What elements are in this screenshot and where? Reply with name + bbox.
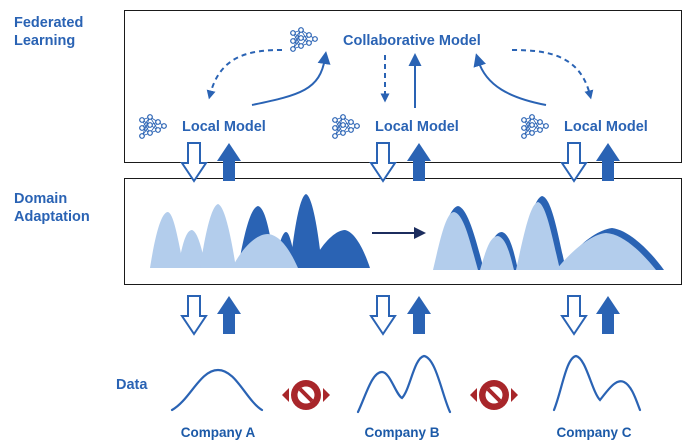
company-c-label: Company C (556, 425, 632, 440)
solid-arrow-left (251, 51, 331, 106)
target-distributions (433, 196, 664, 270)
solid-arrow-right (473, 53, 547, 106)
source-distributions (150, 194, 370, 268)
local-model-3-icon (521, 114, 549, 139)
domain-adaptation-label: Domain Adaptation (14, 191, 90, 225)
local-model-2-label: Local Model (375, 119, 459, 135)
federated-learning-label: Federated Learning (14, 15, 84, 49)
federated-learning-panel (124, 10, 682, 163)
fl-arrows (206, 49, 594, 108)
local-model-1-label: Local Model (182, 119, 266, 135)
local-model-1-icon (139, 114, 167, 139)
no-sharing-icon-bc (468, 378, 520, 412)
no-sharing-icon-ab (280, 378, 332, 412)
collaborative-model-label: Collaborative Model (343, 33, 481, 49)
company-a-label: Company A (180, 425, 256, 440)
company-b-distribution-curve (356, 354, 452, 414)
company-c-distribution-curve (552, 354, 642, 412)
da-data-arrows (181, 295, 620, 335)
adaptation-arrow (372, 227, 426, 239)
local-model-2-icon (332, 114, 360, 139)
dashed-arrow-left (206, 49, 283, 100)
company-a-distribution-curve (170, 368, 264, 412)
fl-da-arrows (181, 142, 620, 182)
company-b-label: Company B (364, 425, 440, 440)
collaborative-model-icon (290, 27, 318, 52)
local-model-3-label: Local Model (564, 119, 648, 135)
data-label: Data (116, 377, 148, 393)
dashed-arrow-right (511, 49, 594, 100)
